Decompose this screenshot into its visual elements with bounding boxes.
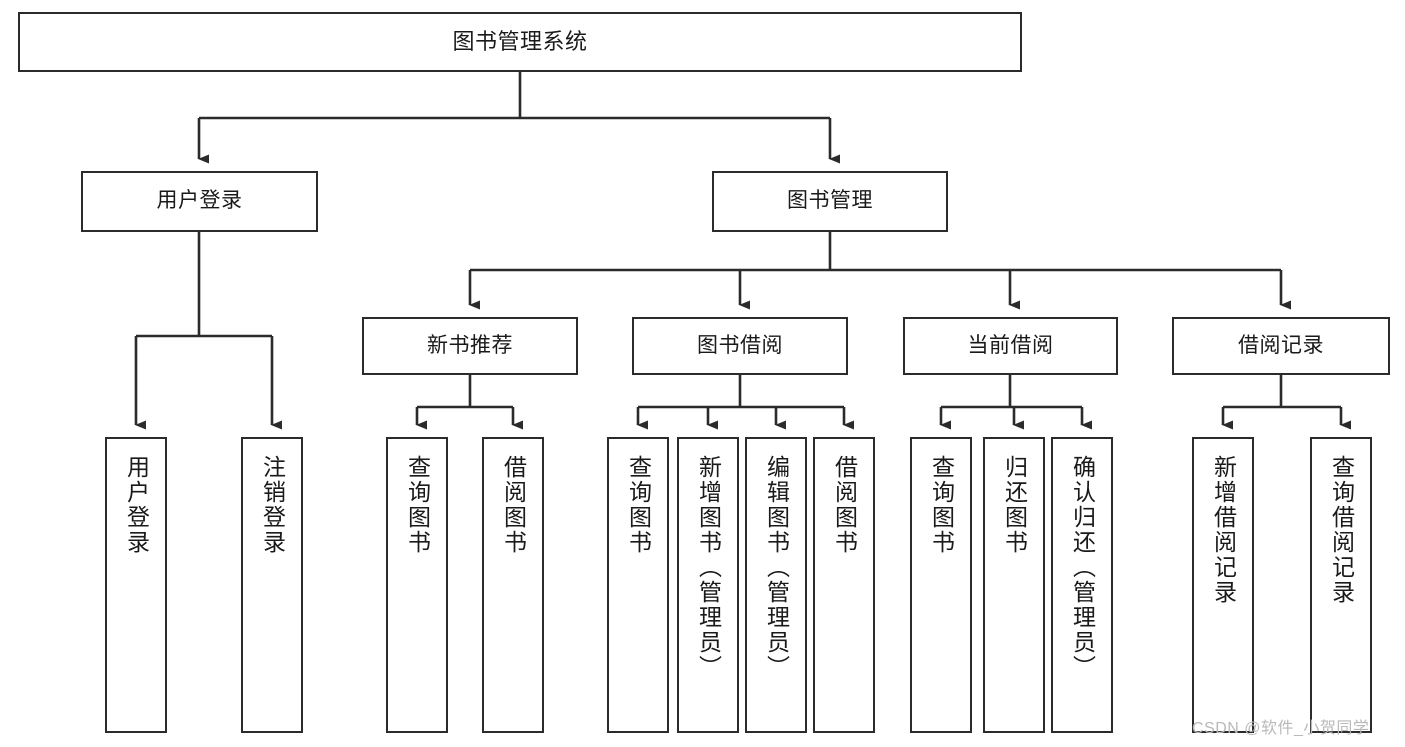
node-leaf-borrow-book-rec-label: 借阅图书 [500, 455, 527, 555]
node-leaf-add-book-label: 新增图书（管理员） [695, 455, 722, 680]
node-borrow-record-label: 借阅记录 [1238, 333, 1324, 357]
node-new-book-recommend[interactable]: 新书推荐 [362, 317, 578, 375]
node-root[interactable]: 图书管理系统 [18, 12, 1022, 72]
node-leaf-add-record[interactable]: 新增借阅记录 [1192, 437, 1254, 733]
node-root-label: 图书管理系统 [452, 29, 588, 55]
node-book-borrow-label: 图书借阅 [697, 333, 783, 357]
node-leaf-confirm-return-label: 确认归还（管理员） [1069, 455, 1096, 680]
node-leaf-confirm-return[interactable]: 确认归还（管理员） [1051, 437, 1113, 733]
node-leaf-borrow-book-label: 借阅图书 [831, 455, 858, 555]
node-user-login-label: 用户登录 [156, 189, 243, 213]
node-leaf-return-book-label: 归还图书 [1001, 455, 1028, 555]
node-user-login[interactable]: 用户登录 [81, 171, 318, 232]
node-leaf-query-book-cur[interactable]: 查询图书 [910, 437, 972, 733]
node-leaf-borrow-book-rec[interactable]: 借阅图书 [482, 437, 544, 733]
node-leaf-borrow-book[interactable]: 借阅图书 [813, 437, 875, 733]
node-leaf-user-login-label: 用户登录 [123, 455, 150, 555]
node-leaf-query-book-rec[interactable]: 查询图书 [386, 437, 448, 733]
node-leaf-add-book[interactable]: 新增图书（管理员） [677, 437, 739, 733]
node-leaf-query-book-borrow-label: 查询图书 [625, 455, 652, 555]
node-book-management-label: 图书管理 [787, 189, 873, 213]
node-leaf-user-login[interactable]: 用户登录 [105, 437, 167, 733]
node-leaf-edit-book[interactable]: 编辑图书（管理员） [745, 437, 807, 733]
node-leaf-logout-label: 注销登录 [259, 455, 286, 555]
node-leaf-logout[interactable]: 注销登录 [241, 437, 303, 733]
node-leaf-query-book-cur-label: 查询图书 [928, 455, 955, 555]
node-leaf-return-book[interactable]: 归还图书 [983, 437, 1045, 733]
node-current-borrow-label: 当前借阅 [967, 333, 1054, 357]
node-book-management[interactable]: 图书管理 [712, 171, 948, 232]
node-book-borrow[interactable]: 图书借阅 [632, 317, 848, 375]
node-leaf-query-record-label: 查询借阅记录 [1328, 455, 1355, 605]
node-new-book-recommend-label: 新书推荐 [427, 333, 513, 357]
node-leaf-query-book-rec-label: 查询图书 [404, 455, 431, 555]
node-leaf-query-book-borrow[interactable]: 查询图书 [607, 437, 669, 733]
node-borrow-record[interactable]: 借阅记录 [1172, 317, 1390, 375]
node-current-borrow[interactable]: 当前借阅 [903, 317, 1118, 375]
node-leaf-add-record-label: 新增借阅记录 [1210, 455, 1237, 605]
node-leaf-edit-book-label: 编辑图书（管理员） [763, 455, 790, 680]
node-leaf-query-record[interactable]: 查询借阅记录 [1310, 437, 1372, 733]
